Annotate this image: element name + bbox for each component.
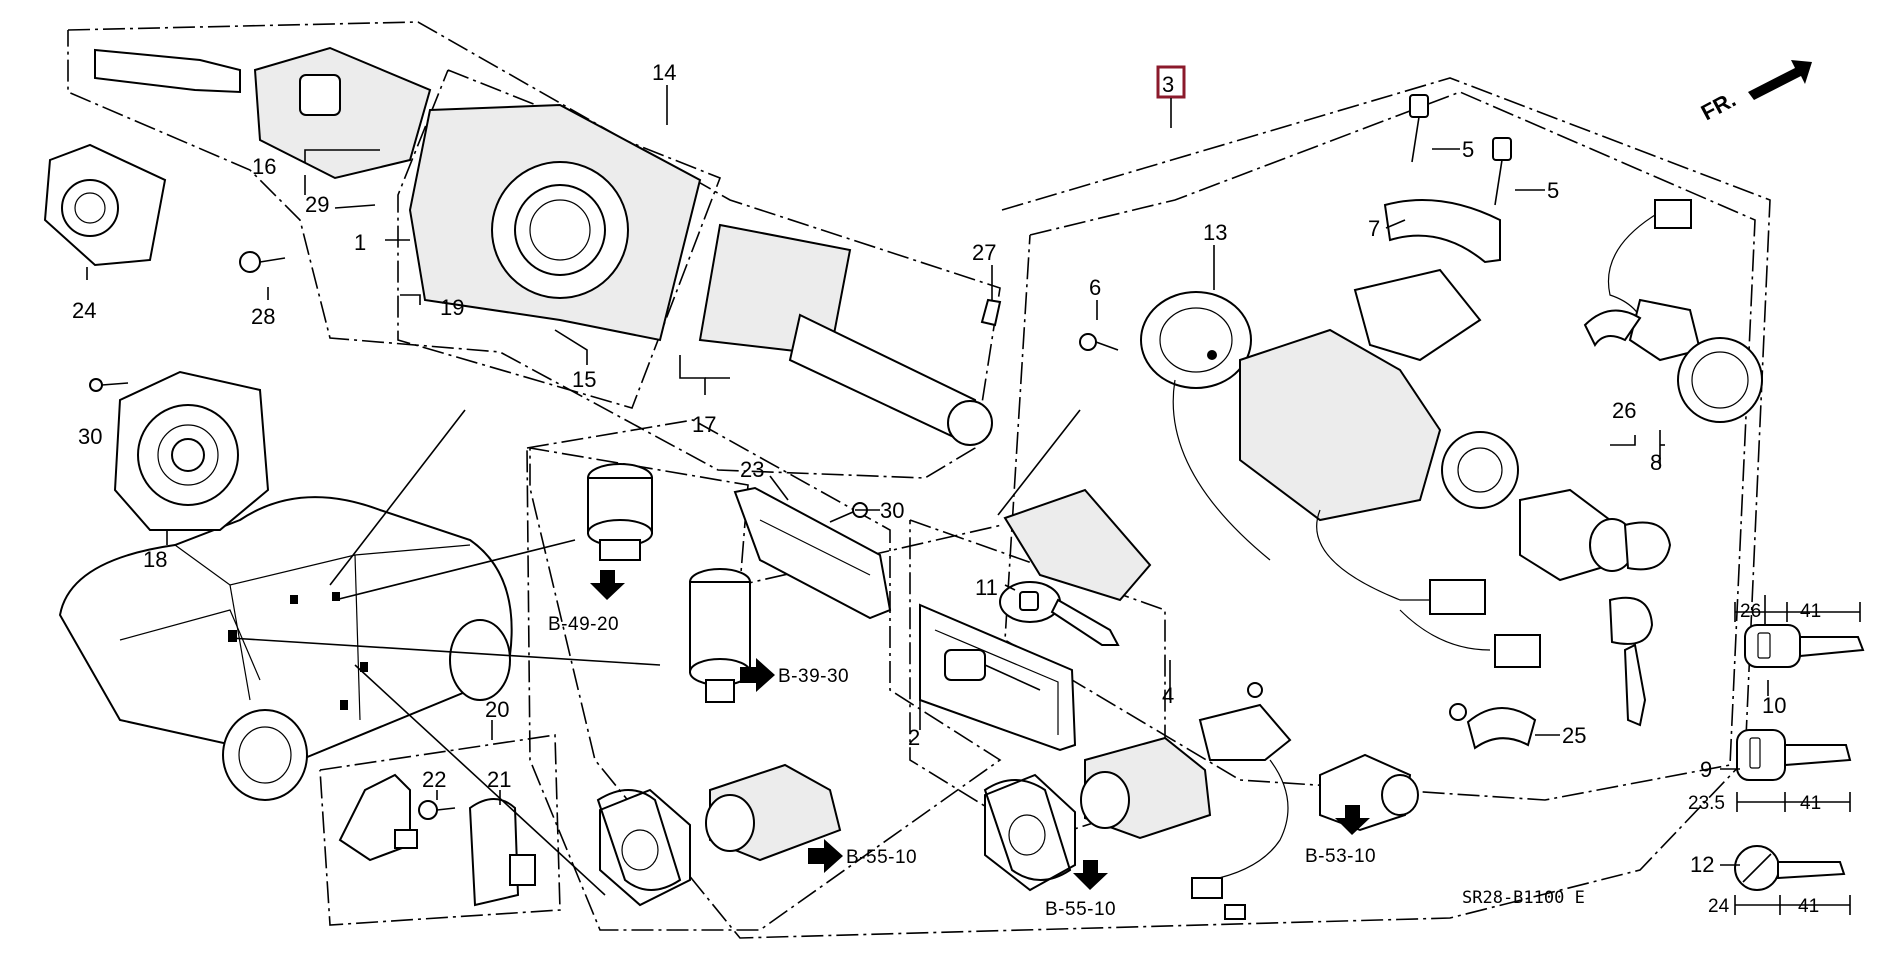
callout-22: 22 [422,767,446,792]
callout-3: 3 [1162,72,1174,97]
callout-6: 6 [1089,275,1101,300]
dim-key10-head: 26 [1740,601,1761,622]
reference-arrows [590,570,1370,890]
callout-24: 24 [72,298,96,323]
key-12 [1734,845,1846,891]
callout-21: 21 [487,767,511,792]
callout-17: 17 [692,412,716,437]
trunk-lock-switch [1319,753,1419,832]
trim-cover [1003,488,1152,602]
ref-b-53-10: B-53-10 [1305,846,1376,867]
callout-9: 9 [1700,757,1712,782]
callout-12: 12 [1690,852,1714,877]
trunk-cylinder [587,463,653,561]
screw-27 [980,298,1002,327]
door-cylinder-left [599,763,842,907]
callout-13: 13 [1203,220,1227,245]
callout-labels: 14 16 29 1 19 15 17 24 28 30 18 27 23 30… [72,60,1786,877]
dim-key9-head: 23.5 [1688,793,1725,814]
callout-2: 2 [908,725,920,750]
wiper-switch-lever [698,223,993,446]
diagram-code: SR28-B1100 E [1462,888,1585,908]
combination-switch-body [408,103,702,342]
ref-b-39-30: B-39-30 [778,666,849,687]
car-illustration [58,496,513,801]
callout-15: 15 [572,367,596,392]
leader-lines [86,85,1769,896]
callout-14: 14 [652,60,676,85]
door-switch-22 [338,773,456,862]
callout-10: 10 [1762,693,1786,718]
callout-30-center: 30 [880,498,904,523]
ignition-switch-8 [1583,199,1763,423]
callout-11: 11 [975,575,998,600]
dimension-lines [1734,602,1861,915]
screw-30-center [829,502,868,523]
dim-key9-blade: 41 [1800,793,1821,814]
steering-lock-assembly [1239,268,1541,668]
door-switch-21 [468,798,536,907]
dimension-labels: 26 41 23.5 41 24 41 [1688,601,1821,917]
ref-b-49-20: B-49-20 [548,614,619,635]
callout-19: 19 [440,295,464,320]
key-11 [999,581,1120,646]
callout-18: 18 [143,547,167,572]
gasket-left [596,789,682,891]
screw-28 [239,251,286,273]
key-case-2 [919,603,1077,752]
outline-lock-set [529,77,1771,939]
screw-6 [1079,333,1119,351]
callout-20: 20 [485,697,509,722]
callout-29: 29 [305,192,329,217]
clamp-7 [1383,199,1501,264]
shear-bolts-5 [1409,94,1512,206]
callout-27: 27 [972,240,996,265]
screw-4 [1247,682,1263,698]
callout-5-top: 5 [1462,137,1474,162]
highlight-box [1156,65,1186,99]
bracket-23 [733,486,892,620]
callout-7: 7 [1368,216,1380,241]
outline-ignition-lock [1004,91,1756,801]
key-cylinder-keys [1519,488,1672,727]
cable-reel-18 [113,370,270,531]
callout-30-left: 30 [78,424,102,449]
ref-b-55-10-left: B-55-10 [846,847,917,868]
dim-key10-blade: 41 [1800,601,1821,622]
ref-b-55-10-right: B-55-10 [1045,899,1116,920]
callout-8: 8 [1650,450,1662,475]
door-switch-wire [1191,703,1292,920]
key-cylinder-13 [1140,291,1271,561]
key-10 [1744,624,1865,668]
callout-1: 1 [354,230,366,255]
door-cylinder-right [984,736,1212,892]
orientation-label: FR. [1697,87,1740,126]
callout-4: 4 [1162,683,1174,708]
fuel-lid-cylinder [689,568,751,703]
callout-26-upper: 26 [1612,398,1636,423]
screw-30-left [89,378,129,392]
dim-key12-blade: 41 [1798,896,1819,917]
dim-key12-head: 24 [1708,896,1730,917]
cable-reel-24 [43,143,167,267]
lighting-switch-lever [94,46,432,180]
gasket-right [983,779,1072,881]
reference-labels: B-49-20 B-39-30 B-55-10 B-55-10 B-53-10 [548,614,1376,920]
outline-door-lock-group [526,419,1002,931]
callout-25: 25 [1562,723,1586,748]
clip-25 [1449,703,1537,750]
callout-16: 16 [252,154,276,179]
callout-23: 23 [740,457,764,482]
outline-combination-switch [67,21,1001,479]
callout-5-bottom: 5 [1547,178,1559,203]
outline-cable-reel-group [397,69,722,409]
front-direction-arrow: FR. [1697,60,1812,125]
callout-28: 28 [251,304,275,329]
outline-switch-20 [319,734,561,926]
key-9 [1736,729,1852,781]
